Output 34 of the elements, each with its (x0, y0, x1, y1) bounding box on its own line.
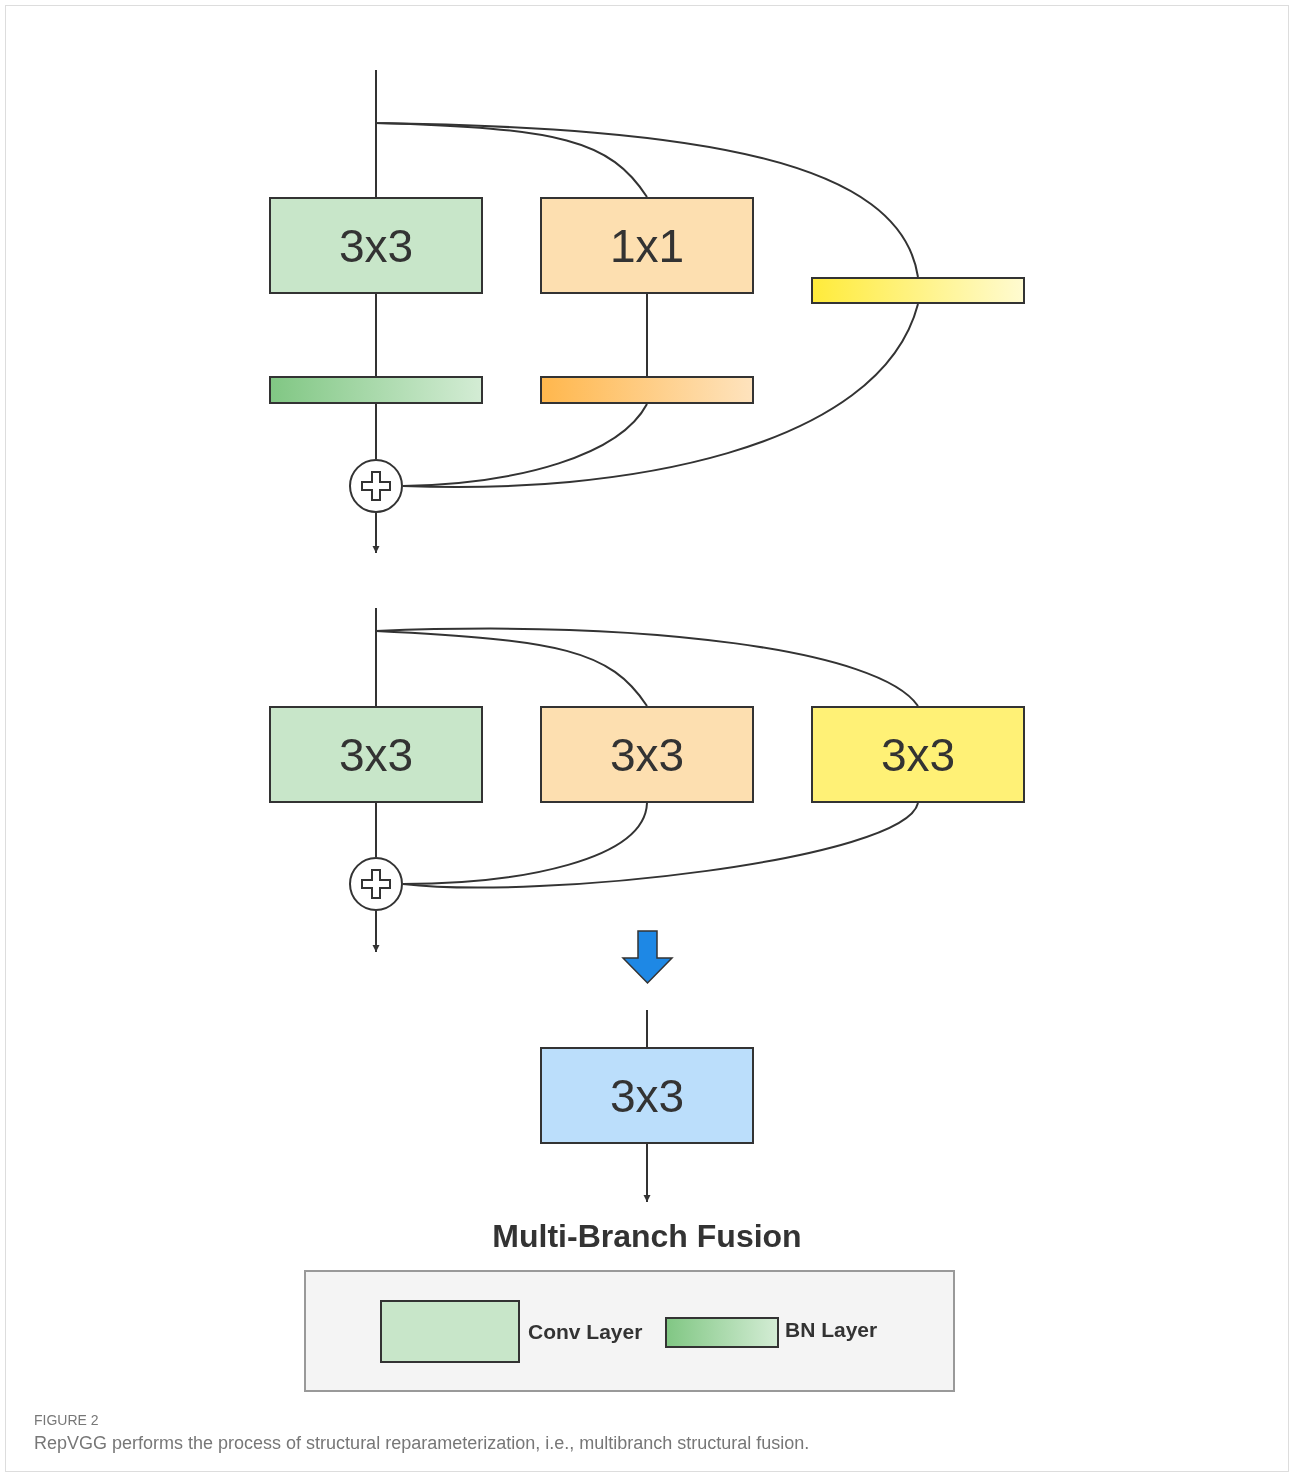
bn-layer-bar (540, 376, 754, 404)
connector-line (402, 802, 919, 889)
legend-label: BN Layer (785, 1318, 878, 1342)
conv-layer-box (540, 706, 754, 803)
connector-line (402, 303, 919, 489)
kernel-size-label: 1x1 (609, 218, 685, 273)
conv-layer-box (269, 197, 483, 294)
conv-layer-box (540, 197, 754, 294)
figure-number: FIGURE 2 (34, 1412, 99, 1428)
legend-label: Conv Layer (528, 1320, 643, 1344)
connector-line (646, 293, 648, 377)
connector-line (375, 802, 377, 858)
connector-line (375, 607, 919, 707)
kernel-size-label: 3x3 (609, 727, 685, 782)
conv-layer-box (269, 706, 483, 803)
conv-layer-box (811, 706, 1025, 803)
kernel-size-label: 3x3 (338, 218, 414, 273)
bn-layer-bar (269, 376, 483, 404)
kernel-size-label: 3x3 (609, 1068, 685, 1123)
kernel-size-label: 3x3 (338, 727, 414, 782)
sum-circle (349, 459, 403, 513)
sum-circle (349, 857, 403, 911)
arrow (643, 1143, 651, 1203)
connector-line (646, 1009, 648, 1048)
kernel-size-label: 3x3 (880, 727, 956, 782)
figure-caption: RepVGG performs the process of structural reparameterization, i.e., multibranch structural fusion. (34, 1433, 810, 1454)
diagram-title: Multi-Branch Fusion (491, 1218, 803, 1255)
arrow (372, 910, 380, 953)
arrow (372, 512, 380, 554)
bn-layer-bar (811, 277, 1025, 304)
conv-layer-box (540, 1047, 754, 1144)
connector-line (375, 293, 377, 377)
connector-line (375, 69, 919, 278)
connector-line (375, 403, 377, 460)
